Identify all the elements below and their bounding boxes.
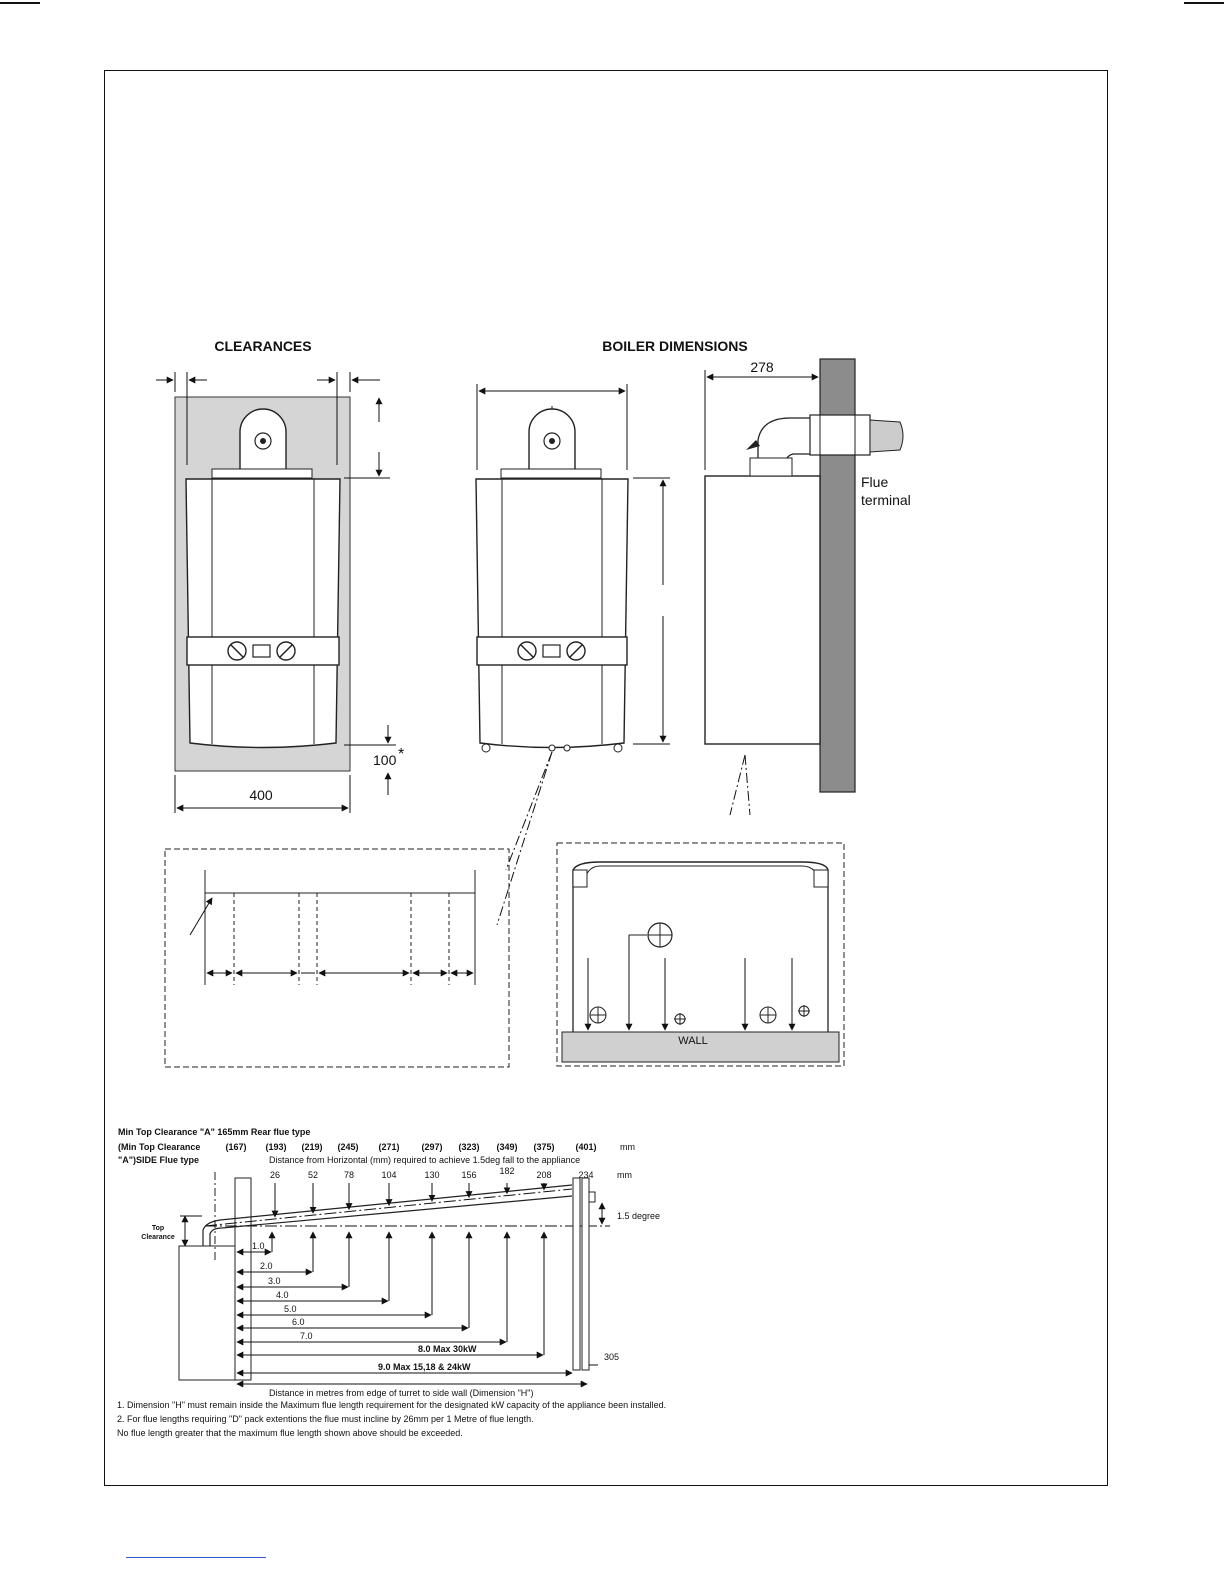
rise-unit: mm [617, 1170, 632, 1180]
rise-value: 234 [578, 1170, 593, 1180]
chart-row2-label: (Min Top Clearance [118, 1142, 200, 1152]
top-clearance-value: (271) [378, 1142, 399, 1152]
detail-bottom-connections [164, 848, 510, 1068]
dim-305: 305 [604, 1352, 619, 1362]
rise-value: 182 [499, 1166, 514, 1176]
length-label: 8.0 Max 30kW [418, 1344, 477, 1354]
rise-value: 156 [461, 1170, 476, 1180]
dim-100-asterisk: * [398, 746, 404, 763]
length-label: 7.0 [300, 1331, 313, 1341]
top-clearance-value: (167) [225, 1142, 246, 1152]
length-label: 2.0 [260, 1261, 273, 1271]
axis-caption: Distance in metres from edge of turret t… [269, 1388, 534, 1398]
clearances-heading: CLEARANCES [214, 338, 311, 354]
length-rows: 1.0 2.0 3.0 4.0 5.0 6.0 7.0 8.0 Max 30kW 9.0 Max… [236, 1231, 573, 1377]
top-clearance-value: (219) [301, 1142, 322, 1152]
angle-label: 1.5 degree [617, 1211, 660, 1221]
rise-value: 208 [536, 1170, 551, 1180]
wall-strip [561, 1031, 840, 1063]
detail-wall-connections: WALL [556, 842, 845, 1067]
corner-mark-left [0, 2, 40, 4]
dim-100: 100 [373, 752, 397, 768]
top-clearance-value: (245) [337, 1142, 358, 1152]
top-clearance-value: (323) [458, 1142, 479, 1152]
boiler-dimensions-heading: BOILER DIMENSIONS [602, 338, 747, 354]
top-clearance-label-2: Clearance [141, 1234, 175, 1241]
corner-mark-right [1184, 2, 1224, 4]
length-label: 3.0 [268, 1276, 281, 1286]
length-label: 1.0 [252, 1241, 265, 1251]
dim-278: 278 [750, 359, 774, 375]
top-clearance-value: (401) [575, 1142, 596, 1152]
dim-400: 400 [249, 787, 273, 803]
boiler-front-dimensions [475, 384, 670, 926]
length-label: 9.0 Max 15,18 & 24kW [378, 1362, 471, 1372]
rise-value: 130 [424, 1170, 439, 1180]
rise-values: 26 52 78 104 130 156 182 208 234 [270, 1166, 594, 1180]
flue-terminal-label-2: terminal [861, 492, 911, 508]
rise-value: 26 [270, 1170, 280, 1180]
footer-link-underline [126, 1557, 266, 1558]
length-label: 6.0 [292, 1317, 305, 1327]
top-clearance-value: (375) [533, 1142, 554, 1152]
rise-value: 78 [344, 1170, 354, 1180]
chart-row3-label: "A")SIDE Flue type [118, 1155, 199, 1165]
top-clearance-label-1: Top [152, 1225, 164, 1232]
top-clearance-value: (349) [496, 1142, 517, 1152]
wall-label: WALL [678, 1035, 708, 1047]
flue-terminal-label-1: Flue [861, 474, 888, 490]
top-clearance-value: (193) [265, 1142, 286, 1152]
boiler-front-left [185, 408, 341, 749]
note-2: 2. For flue lengths requiring "D" pack e… [117, 1414, 534, 1424]
length-label: 5.0 [284, 1304, 297, 1314]
top-clearance-values: (167) (193) (219) (245) (271) (297) (323) (349)… [225, 1142, 596, 1152]
page-frame [104, 70, 1108, 1486]
chart-row1-label: Min Top Clearance "A" 165mm Rear flue ty… [118, 1127, 310, 1137]
rise-value: 104 [381, 1170, 396, 1180]
note-1: 1. Dimension "H" must remain inside the … [117, 1400, 666, 1410]
top-clearance-unit: mm [620, 1142, 635, 1152]
length-label: 4.0 [276, 1290, 289, 1300]
flue-length-chart: Min Top Clearance "A" 165mm Rear flue ty… [117, 1127, 666, 1438]
rise-value: 52 [308, 1170, 318, 1180]
note-3: No flue length greater that the maximum … [117, 1428, 463, 1438]
rise-arrows [271, 1183, 548, 1218]
clearances-view: 100 * 400 [156, 372, 404, 813]
distance-caption: Distance from Horizontal (mm) required t… [269, 1155, 580, 1165]
top-clearance-value: (297) [421, 1142, 442, 1152]
boiler-side-view: 278 Flue terminal [704, 358, 911, 816]
